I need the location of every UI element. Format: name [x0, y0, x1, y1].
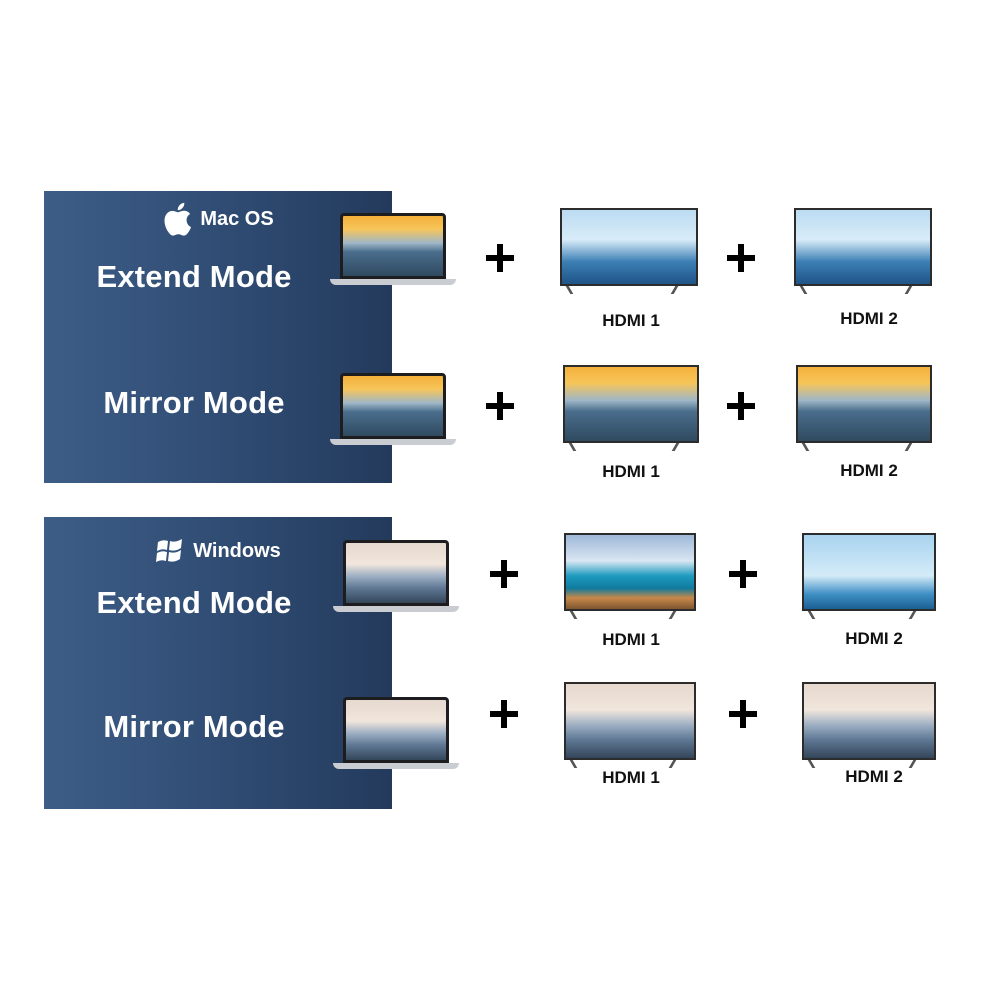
- windows-mirror-tv-2: [802, 682, 936, 770]
- windows-extend-title: Extend Mode: [96, 585, 292, 620]
- windows-os-name: Windows: [193, 539, 281, 562]
- mac-extend-laptop: [330, 213, 456, 287]
- windows-os-label: Windows: [44, 537, 392, 565]
- plus-icon: [490, 560, 518, 588]
- mac-os-name: Mac OS: [200, 207, 274, 230]
- mac-os-label: Mac OS: [44, 201, 392, 237]
- windows-extend-tv-1: [564, 533, 696, 621]
- windows-extend-tv-2: [802, 533, 936, 621]
- plus-icon: [729, 700, 757, 728]
- windows-mirror-title: Mirror Mode: [103, 709, 285, 744]
- mac-extend-hdmi-1-label: HDMI 1: [602, 311, 660, 330]
- mac-mirror-tv-1: [563, 365, 699, 453]
- apple-icon: [162, 201, 192, 237]
- mac-mirror-hdmi-2-label: HDMI 2: [840, 461, 898, 480]
- mac-mirror-title: Mirror Mode: [103, 385, 285, 420]
- plus-icon: [486, 244, 514, 272]
- mac-mirror-laptop: [330, 373, 456, 447]
- windows-mirror-tv-1: [564, 682, 696, 770]
- mac-extend-hdmi-2-label: HDMI 2: [840, 309, 898, 328]
- plus-icon: [490, 700, 518, 728]
- mac-mirror-tv-2: [796, 365, 932, 453]
- mac-extend-tv-2: [794, 208, 932, 296]
- plus-icon: [727, 392, 755, 420]
- windows-panel: Windows Extend Mode Mirror Mode: [44, 517, 392, 809]
- windows-mirror-hdmi-1-label: HDMI 1: [602, 768, 660, 787]
- mac-mirror-hdmi-1-label: HDMI 1: [602, 462, 660, 481]
- windows-extend-laptop: [333, 540, 459, 614]
- windows-mirror-hdmi-2-label: HDMI 2: [845, 767, 903, 786]
- plus-icon: [486, 392, 514, 420]
- mac-extend-tv-1: [560, 208, 698, 296]
- mac-extend-title: Extend Mode: [96, 259, 292, 294]
- windows-extend-hdmi-1-label: HDMI 1: [602, 630, 660, 649]
- windows-extend-hdmi-2-label: HDMI 2: [845, 629, 903, 648]
- plus-icon: [729, 560, 757, 588]
- windows-mirror-laptop: [333, 697, 459, 771]
- windows-icon: [155, 537, 185, 565]
- plus-icon: [727, 244, 755, 272]
- mac-os-panel: Mac OS Extend Mode Mirror Mode: [44, 191, 392, 483]
